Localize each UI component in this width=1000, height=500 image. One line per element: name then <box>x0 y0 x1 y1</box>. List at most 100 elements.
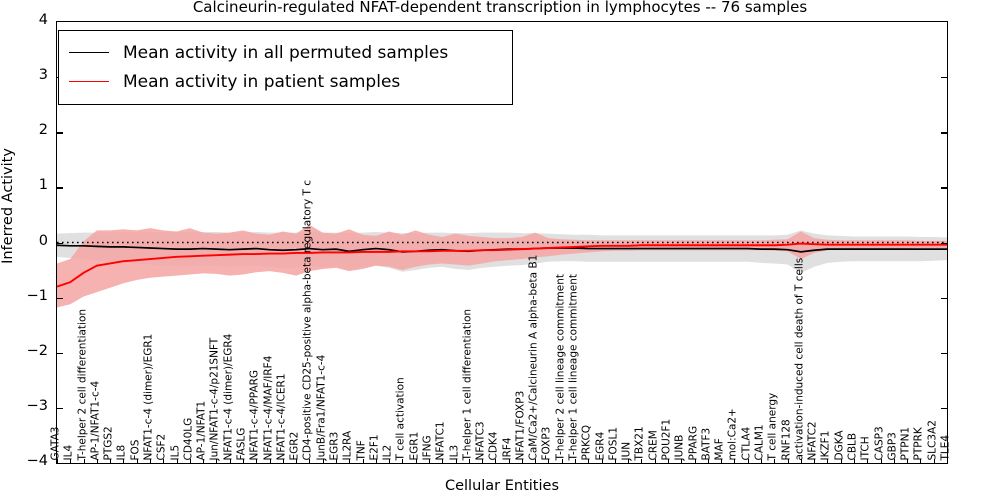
page-title: Calcineurin-regulated NFAT-dependent tra… <box>192 0 808 16</box>
x-tick-mark <box>309 459 311 464</box>
x-tick-mark <box>787 459 789 464</box>
legend-item-patient[interactable]: Mean activity in patient samples <box>69 67 502 96</box>
x-tick-mark <box>123 459 125 464</box>
x-tick-mark <box>57 459 58 464</box>
y-tick-mark <box>57 407 63 410</box>
x-tick-label: EGR4 <box>594 431 607 460</box>
x-tick-label: T-helper 2 cell differentiation <box>76 308 89 460</box>
x-tick-mark <box>229 459 231 464</box>
x-tick-mark <box>375 459 377 464</box>
x-tick-label: ITCH <box>859 435 872 460</box>
x-tick-mark <box>933 459 935 464</box>
x-tick-mark <box>840 459 842 464</box>
x-tick-label: CBLB <box>846 432 859 460</box>
x-tick-label: TLE4 <box>939 434 952 460</box>
x-tick-mark <box>428 459 430 464</box>
x-tick-mark <box>242 459 244 464</box>
x-tick-mark <box>296 459 298 464</box>
y-axis-label: Inferred Activity <box>0 148 16 264</box>
x-tick-mark <box>70 459 72 464</box>
x-tick-label: NFATC3 <box>474 420 487 460</box>
x-tick-mark <box>628 459 630 464</box>
chart-canvas <box>57 224 947 308</box>
x-tick-label: NFAT1-c-4/ICER1 <box>275 373 288 460</box>
x-tick-mark <box>508 459 510 464</box>
x-tick-mark <box>761 459 763 464</box>
x-tick-label: IL2 <box>381 444 394 460</box>
x-tick-mark <box>800 459 802 464</box>
y-tick-label: −1 <box>26 287 48 304</box>
x-tick-mark <box>867 459 869 464</box>
y-tick-mark <box>941 187 947 189</box>
x-tick-mark <box>203 459 205 464</box>
x-tick-label: EGR2 <box>288 431 301 460</box>
y-tick-mark <box>941 132 947 134</box>
x-tick-label: T-helper 1 cell lineage commitment <box>567 273 580 460</box>
y-tick-mark <box>57 187 63 189</box>
x-tick-mark <box>601 459 603 464</box>
x-tick-label: EGR1 <box>408 431 421 460</box>
x-tick-mark <box>827 459 829 464</box>
x-tick-mark <box>774 459 776 464</box>
x-tick-label: NFATC2 <box>806 420 819 460</box>
x-tick-label: DGKA <box>833 429 846 460</box>
x-tick-label: NFAT1-c-4/PPARG <box>248 369 261 460</box>
x-tick-label: JunB/Fra1/NFAT1-c-4 <box>315 354 328 460</box>
x-tick-label: JUNB <box>673 434 686 460</box>
x-tick-label: JUN <box>620 441 633 460</box>
x-tick-mark <box>269 459 271 464</box>
y-tick-mark <box>57 297 63 299</box>
x-tick-label: GATA3 <box>49 426 62 460</box>
x-tick-mark <box>681 459 683 464</box>
y-tick-label: 4 <box>38 12 48 28</box>
x-tick-label: IL5 <box>169 444 182 460</box>
y-tick-label: −2 <box>26 342 48 359</box>
x-tick-label: activation-induced cell death of T cells <box>793 257 806 460</box>
x-tick-mark <box>641 459 643 464</box>
y-tick-mark <box>941 352 947 355</box>
x-tick-label: T cell activation <box>394 376 407 460</box>
x-tick-label: PTGS2 <box>102 425 115 460</box>
x-tick-mark <box>389 459 391 464</box>
x-tick-mark <box>880 459 882 464</box>
x-tick-mark <box>814 459 816 464</box>
x-tick-label: NFAT1-c-4 (dimer)/EGR4 <box>222 333 235 460</box>
y-tick-mark <box>57 132 63 134</box>
x-tick-label: FASLG <box>235 427 248 460</box>
x-tick-mark <box>189 459 191 464</box>
x-tick-label: TBX21 <box>633 425 646 460</box>
x-tick-label: Jun/NFAT1-c-4/p21SNFT <box>208 337 221 460</box>
y-tick-mark <box>57 352 63 355</box>
x-tick-label: TNF <box>355 439 368 460</box>
x-tick-mark <box>947 459 948 464</box>
x-tick-mark <box>163 459 165 464</box>
x-tick-mark <box>83 459 85 464</box>
x-tick-label: T-helper 1 cell differentiation <box>461 308 474 460</box>
x-tick-label: T-helper 2 cell lineage commitment <box>554 273 567 460</box>
y-tick-mark <box>57 242 63 244</box>
x-tick-mark <box>907 459 909 464</box>
x-tick-mark <box>256 459 258 464</box>
x-tick-label: CD40LG <box>182 417 195 460</box>
y-tick-label: 3 <box>38 67 48 84</box>
x-tick-mark <box>402 459 404 464</box>
x-tick-mark <box>668 459 670 464</box>
y-tick-mark <box>941 242 947 244</box>
plot-clip <box>57 22 947 463</box>
x-tick-mark <box>548 459 550 464</box>
x-tick-label: mol:Ca2+ <box>726 407 739 460</box>
y-tick-mark <box>941 77 947 79</box>
x-tick-label: CTLA4 <box>740 426 753 460</box>
legend-item-permuted[interactable]: Mean activity in all permuted samples <box>69 38 502 67</box>
x-tick-label: AP-1/NFAT1-c-4 <box>89 380 102 460</box>
x-tick-label: CASP3 <box>873 425 886 460</box>
x-tick-label: NFATC1 <box>434 420 447 460</box>
x-tick-mark <box>110 459 112 464</box>
x-tick-mark <box>362 459 364 464</box>
x-tick-mark <box>96 459 98 464</box>
x-tick-label: NFAT1-c-4/MAF/IRF4 <box>262 355 275 460</box>
x-tick-mark <box>575 459 577 464</box>
x-tick-mark <box>734 459 736 464</box>
x-tick-mark <box>495 459 497 464</box>
x-tick-label: RNF128 <box>780 418 793 460</box>
